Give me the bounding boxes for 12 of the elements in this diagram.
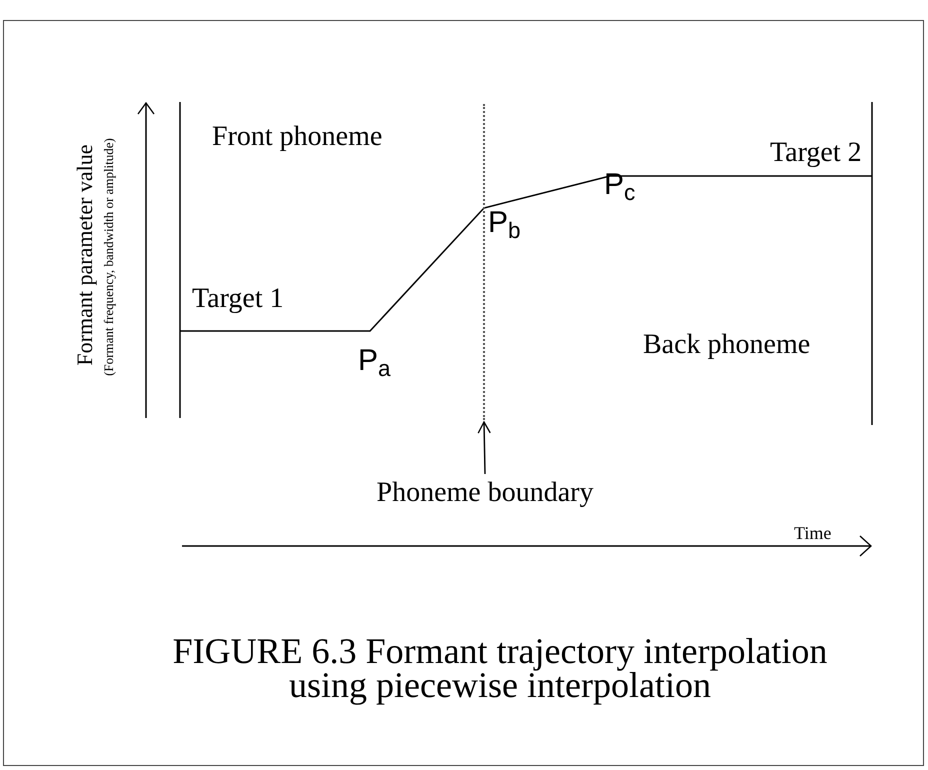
boundary-label: Phoneme boundary — [330, 476, 640, 510]
target-label: Target 1 — [192, 283, 284, 314]
axis-title: Formant parameter value — [72, 144, 97, 366]
region-label: Front phoneme — [212, 121, 382, 152]
target-label: Target 2 — [770, 137, 862, 168]
arrow — [478, 421, 491, 474]
axis-label: Time — [794, 523, 832, 543]
point-label: P$_{b}$ — [488, 206, 521, 239]
region-label: Back phoneme — [643, 329, 810, 360]
point-label: P$_{a}$ — [358, 344, 391, 377]
axis-subtitle: (Formant frequency, bandwidth or amplitude) — [101, 138, 116, 376]
boundary-line — [483, 104, 485, 420]
